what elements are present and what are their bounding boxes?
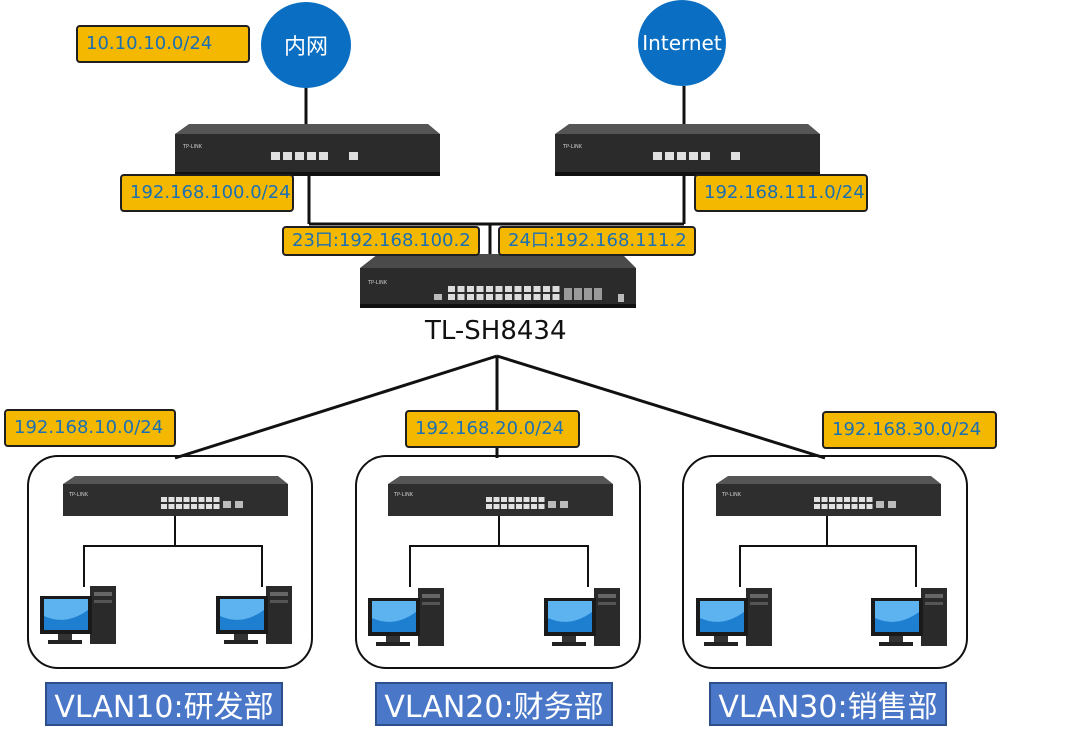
router-intranet: TP-LINK — [175, 124, 440, 176]
router2-lan-label: 192.168.111.0/24 — [694, 174, 868, 212]
pc-icon — [871, 588, 947, 646]
pc-icon — [696, 588, 772, 646]
vlan20-subnet-label: 192.168.20.0/24 — [405, 410, 580, 448]
core-switch-name: TL-SH8434 — [425, 316, 567, 346]
internet-cloud-icon: Internet — [638, 0, 726, 86]
vlan30-tag: VLAN30:销售部 — [709, 682, 947, 726]
line-core-vlan30 — [496, 354, 826, 460]
sw20-brand: TP-LINK — [393, 492, 414, 498]
line-vlan20-pcs — [409, 545, 589, 587]
sw30-brand: TP-LINK — [721, 492, 742, 498]
pc-icon — [544, 588, 620, 646]
vlan10-tag: VLAN10:研发部 — [45, 682, 283, 726]
access-switch-vlan10: TP-LINK — [63, 476, 288, 516]
intranet-subnet-label: 10.10.10.0/24 — [76, 25, 250, 63]
access-switch-vlan30: TP-LINK — [716, 476, 941, 516]
pc-icon — [40, 586, 116, 644]
line-vlan10-pcs — [83, 545, 263, 587]
line-vlan30-pcs — [739, 545, 917, 587]
vlan20-group-box — [355, 455, 641, 669]
sw10-brand: TP-LINK — [68, 492, 89, 498]
intranet-cloud-icon: 内网 — [261, 2, 351, 88]
vlan20-tag: VLAN20:财务部 — [375, 682, 613, 726]
intranet-cloud-label: 内网 — [283, 35, 328, 60]
router-internet: TP-LINK — [555, 124, 820, 176]
vlan30-group-box — [682, 455, 968, 669]
core-brand: TP-LINK — [367, 280, 388, 286]
access-switch-vlan20: TP-LINK — [388, 476, 613, 516]
port23-label: 23口:192.168.100.2 — [282, 226, 480, 256]
line-core-vlan10 — [174, 354, 498, 460]
core-switch: TP-LINK — [360, 254, 636, 308]
router2-brand: TP-LINK — [562, 144, 583, 150]
pc-icon — [216, 586, 292, 644]
router1-lan-label: 192.168.100.0/24 — [120, 174, 294, 212]
vlan30-subnet-label: 192.168.30.0/24 — [822, 411, 997, 449]
port24-label: 24口:192.168.111.2 — [498, 226, 696, 256]
internet-cloud-label: Internet — [642, 31, 722, 55]
vlan10-subnet-label: 192.168.10.0/24 — [4, 409, 176, 447]
pc-icon — [368, 588, 444, 646]
vlan10-group-box — [27, 455, 313, 669]
router1-brand: TP-LINK — [182, 144, 203, 150]
